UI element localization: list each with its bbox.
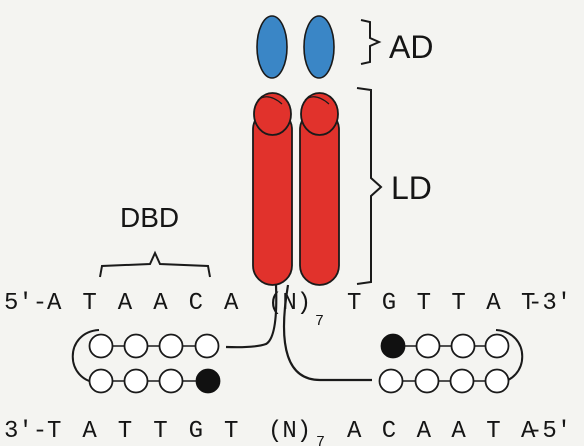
bottom-strand-base: T <box>118 418 132 445</box>
bottom-strand-base: A <box>417 418 432 445</box>
bottom-strand-base: C <box>382 418 396 445</box>
dbd-right-bottom-circle <box>380 370 403 393</box>
ad-label: AD <box>389 29 433 65</box>
dbd-left-bottom-circle <box>125 370 148 393</box>
activation-domain-right <box>304 16 334 78</box>
dbd-right-filled-circle <box>382 335 405 358</box>
bottom-strand-base: T <box>153 418 167 445</box>
bottom-strand-base: A <box>82 418 97 445</box>
activation-domain-left <box>257 16 287 78</box>
top-strand-base: T <box>451 290 465 317</box>
top-strand-base: A <box>47 290 62 317</box>
ld-label: LD <box>391 170 432 206</box>
dbd-label: DBD <box>120 202 179 233</box>
dbd-right-bottom-circle <box>486 370 509 393</box>
top-strand-base: A <box>153 290 168 317</box>
dbd-left-bottom-circle <box>90 370 113 393</box>
top-strand-base: T <box>417 290 431 317</box>
top-strand-base: A <box>486 290 501 317</box>
top-strand-base: G <box>382 290 396 317</box>
bottom-strand-base: G <box>189 418 203 445</box>
bottom-strand-base: T <box>486 418 500 445</box>
bottom-strand-base: A <box>451 418 466 445</box>
dbd-left-bottom-circle <box>160 370 183 393</box>
bottom-strand-spacer: (N) <box>268 418 311 445</box>
dbd-left-filled-circle <box>197 370 220 393</box>
top-strand-prefix: 5'- <box>4 290 47 317</box>
dbd-right-top-circle <box>417 335 440 358</box>
leucine-zipper-right <box>300 93 339 285</box>
bottom-strand-base: T <box>224 418 238 445</box>
bottom-strand-base: A <box>347 418 362 445</box>
dbd-right-top-circle <box>486 335 509 358</box>
dbd-right-top-circle <box>452 335 475 358</box>
top-strand-base: C <box>189 290 203 317</box>
bottom-strand-suffix: -5' <box>528 418 571 445</box>
top-strand-spacer-count: 7 <box>315 313 324 330</box>
dbd-left-top-circle <box>160 335 183 358</box>
top-strand-base: T <box>82 290 96 317</box>
dbd-left-top-circle <box>196 335 219 358</box>
leucine-zipper-left <box>253 93 292 285</box>
top-strand-base: A <box>118 290 133 317</box>
top-strand-base: A <box>224 290 239 317</box>
bottom-strand-prefix: 3'- <box>4 418 47 445</box>
dbd-right-bottom-circle <box>451 370 474 393</box>
dbd-right-bottom-circle <box>416 370 439 393</box>
top-strand-spacer: (N) <box>268 290 311 317</box>
top-strand-suffix: -3' <box>528 290 571 317</box>
dbd-left-top-circle <box>90 335 113 358</box>
bottom-strand-base: T <box>47 418 61 445</box>
dbd-left-top-circle <box>125 335 148 358</box>
top-strand-base: T <box>347 290 361 317</box>
bottom-strand-spacer-count: 7 <box>316 434 325 446</box>
